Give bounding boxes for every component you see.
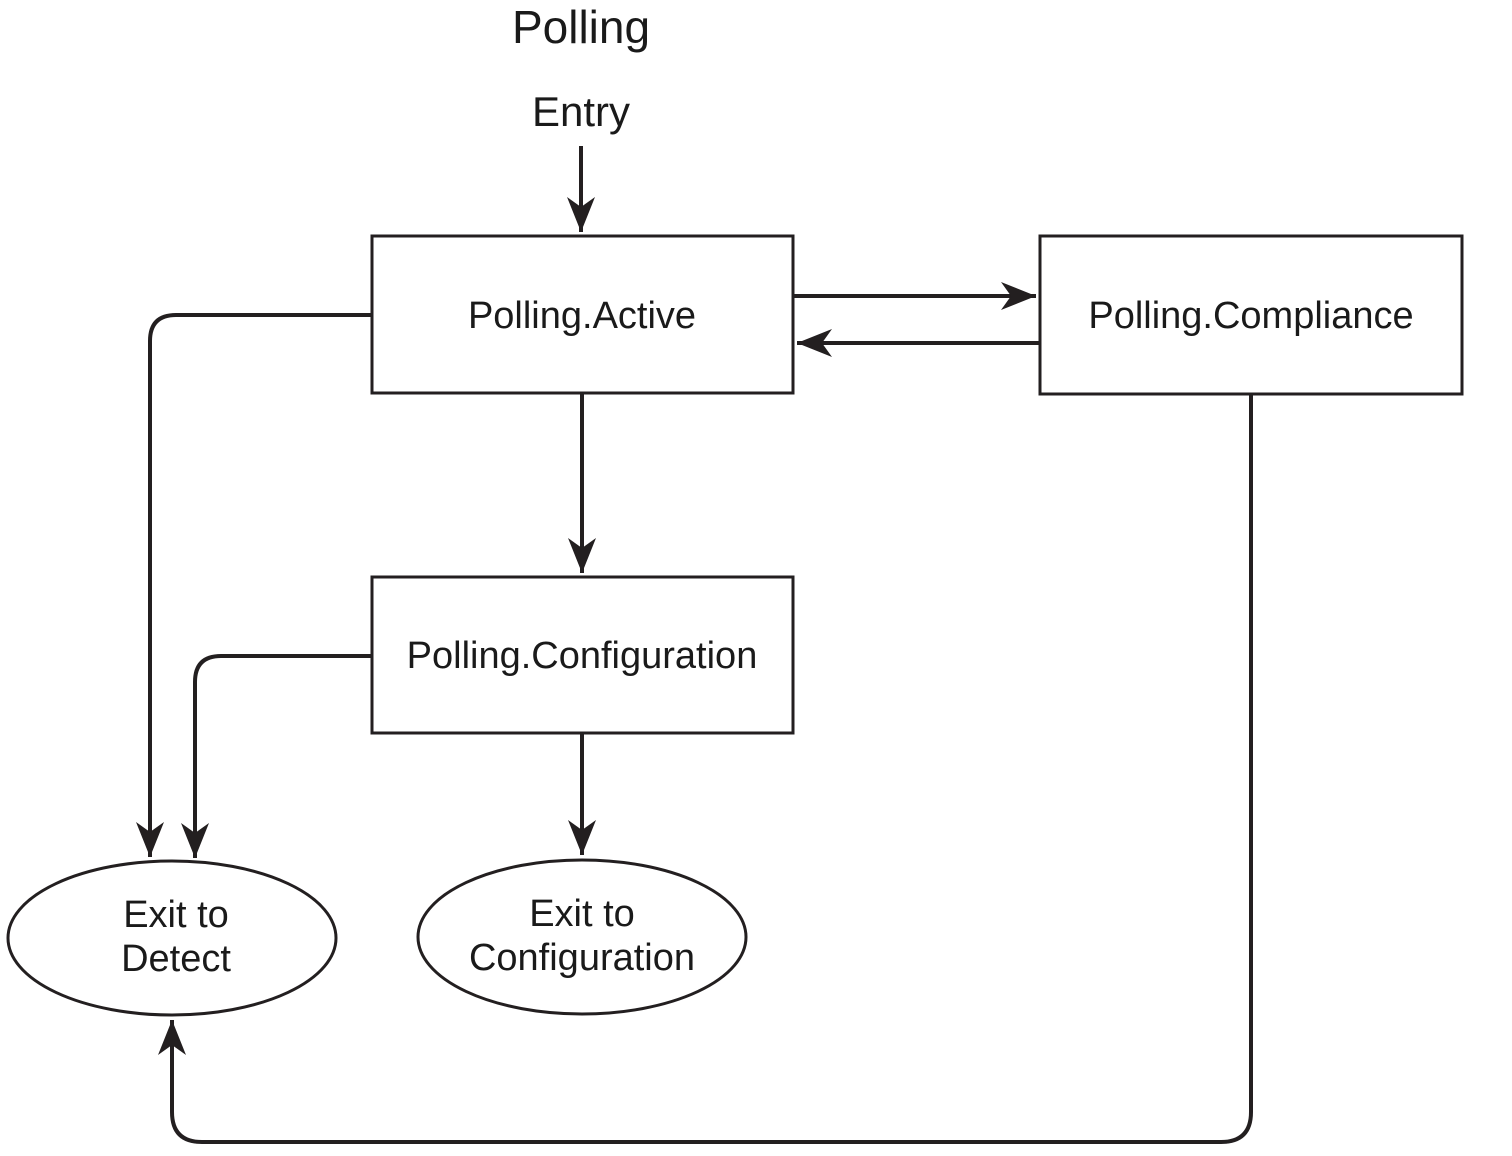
exit-to-detect-label-line2: Detect — [121, 938, 231, 980]
polling-configuration-box — [370, 575, 795, 735]
polling-compliance-label: Polling.Compliance — [1088, 295, 1413, 337]
exit-to-configuration-label-line1: Exit to — [529, 893, 635, 935]
edge-active-to-exit-detect — [136, 313, 372, 857]
state-polling-compliance: Polling.Compliance — [1038, 234, 1464, 396]
entry-label: Entry — [532, 88, 630, 135]
edge-compliance-to-exit-detect — [158, 394, 1253, 1144]
exit-to-configuration-label-line2: Configuration — [469, 937, 695, 979]
state-polling-configuration: Polling.Configuration — [370, 575, 795, 735]
diagram-title: Polling — [512, 1, 650, 53]
exit-to-detect-node: Exit to Detect — [6, 859, 338, 1017]
exit-to-configuration-node: Exit to Configuration — [416, 858, 748, 1016]
polling-active-label: Polling.Active — [468, 295, 696, 337]
state-polling-active: Polling.Active — [370, 234, 795, 395]
exit-to-detect-label-line1: Exit to — [123, 894, 229, 936]
edge-configuration-to-exit-detect — [181, 654, 372, 858]
polling-active-box — [370, 234, 795, 395]
polling-configuration-label: Polling.Configuration — [407, 635, 758, 677]
exit-to-configuration-ellipse — [416, 858, 748, 1016]
polling-compliance-box — [1038, 234, 1464, 396]
exit-to-detect-ellipse — [6, 859, 338, 1017]
